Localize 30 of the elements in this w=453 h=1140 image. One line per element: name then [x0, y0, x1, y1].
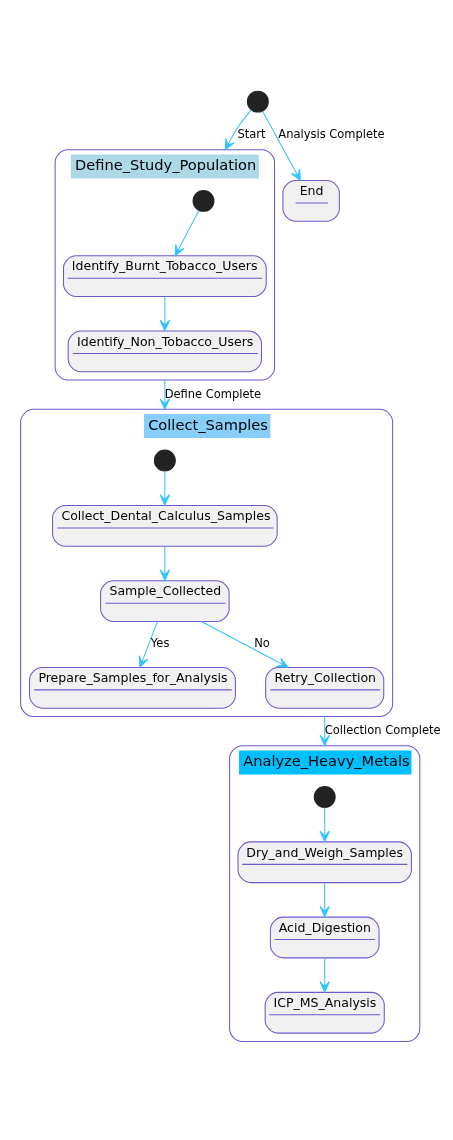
node-box: Identify_Burnt_Tobacco_Users	[63, 254, 267, 297]
arrow	[159, 295, 171, 331]
arrow	[201, 620, 289, 668]
arrow	[159, 379, 171, 410]
edge-label: No	[254, 635, 270, 650]
node-box: Sample_Collected	[100, 579, 230, 622]
arrow	[174, 209, 200, 256]
arrow	[224, 109, 252, 150]
arrow	[319, 806, 330, 842]
node-circle	[246, 90, 269, 113]
node-circle	[313, 785, 336, 808]
node-box: ICP_MS_Analysis	[264, 991, 385, 1034]
arrow	[262, 110, 301, 181]
edge-label: Analysis Complete	[278, 126, 385, 141]
arrow	[159, 470, 171, 506]
node-box: Acid_Digestion	[269, 916, 380, 958]
node-box: Retry_Collection	[265, 666, 385, 709]
arrow	[159, 545, 171, 581]
edge-label: Start	[237, 126, 266, 141]
node-circle	[192, 189, 215, 212]
arrow	[319, 881, 330, 917]
node-box: Dry_and_Weigh_Samples	[237, 840, 412, 883]
edge-label: Collection Complete	[324, 722, 441, 737]
arrow	[319, 715, 330, 746]
node-circle	[153, 449, 176, 471]
node-box: End	[282, 179, 340, 222]
arrow	[138, 620, 158, 668]
arrow	[319, 957, 330, 993]
edge-label: Define Complete	[164, 386, 262, 401]
edge-label: Yes	[150, 635, 170, 650]
